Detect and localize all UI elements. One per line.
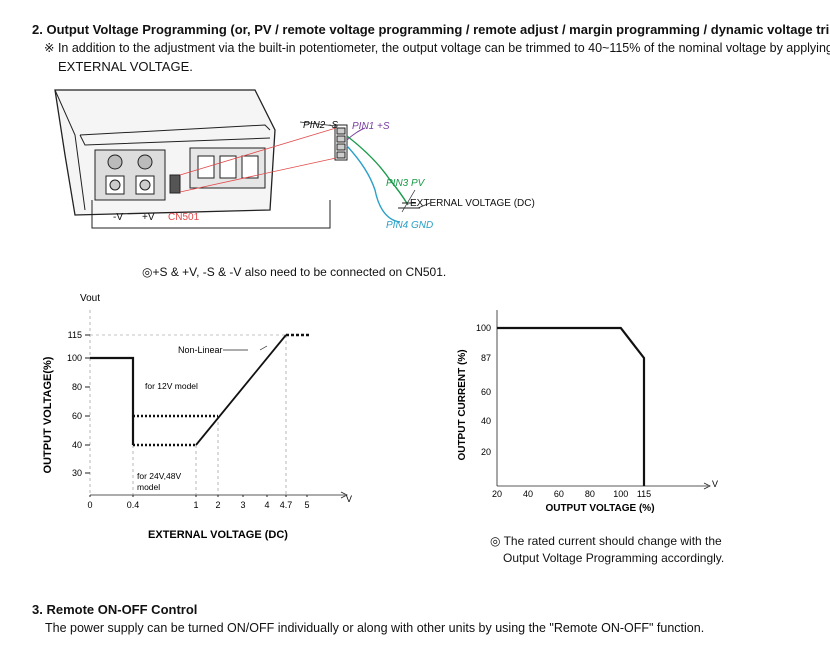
- pin2-label: PIN2 -S: [303, 120, 339, 131]
- chart1-x-tick: 3: [240, 500, 245, 510]
- chart1-y-tick: 80: [72, 382, 82, 392]
- section-heading: 2. Output Voltage Programming (or, PV / …: [32, 22, 830, 37]
- pin1-label: PIN1 +S: [352, 121, 390, 132]
- section3-text: The power supply can be turned ON/OFF in…: [45, 621, 705, 635]
- pin4-label: PIN4 GND: [386, 220, 434, 231]
- chart1-xlabel: EXTERNAL VOLTAGE (DC): [148, 529, 288, 541]
- note-line-2: EXTERNAL VOLTAGE.: [58, 59, 193, 74]
- chart1-x-tick: 5: [304, 500, 309, 510]
- chart1-x-tick: 2: [215, 500, 220, 510]
- chart1-series-rise: [195, 334, 287, 446]
- chart1-ylabel: OUTPUT VOLTAGE(%): [42, 356, 54, 473]
- chart1-x-tick: 4.7: [280, 500, 293, 510]
- connect-note: ◎+S & +V, -S & -V also need to be connec…: [142, 265, 447, 279]
- chart2-y-tick: 100: [476, 323, 491, 333]
- chart2-x-tick: 40: [523, 489, 533, 499]
- chart1-24v-annotation-line2: model: [137, 482, 160, 492]
- cn501-label: CN501: [168, 212, 200, 223]
- plus-v-label: +V: [142, 212, 155, 223]
- section3-heading: 3. Remote ON-OFF Control: [32, 602, 198, 617]
- chart2-x-tick: 100: [613, 489, 628, 499]
- chart2-xlabel: OUTPUT VOLTAGE (%): [545, 503, 654, 514]
- chart2-y-tick: 87: [481, 353, 491, 363]
- chart1-x-tick: 4: [264, 500, 269, 510]
- rated-note-line-2: Output Voltage Programming accordingly.: [503, 551, 725, 565]
- chart2-xunit: V: [712, 479, 718, 489]
- chart2-ylabel: OUTPUT CURRENT (%): [457, 349, 468, 460]
- chart1-y-tick: 60: [72, 411, 82, 421]
- note-line-1: ※ In addition to the adjustment via the …: [44, 41, 830, 55]
- chart2-x-arrow: [703, 482, 711, 490]
- chart1-x-arrow: [340, 491, 348, 499]
- connection-diagram: [54, 89, 431, 229]
- chart2-x-tick: 80: [585, 489, 595, 499]
- chart2-y-tick: 60: [481, 387, 491, 397]
- chart1-12v-annotation: for 12V model: [145, 381, 198, 391]
- chart2-x-tick: 115: [637, 489, 651, 499]
- external-voltage-label: EXTERNAL VOLTAGE (DC): [410, 198, 535, 209]
- chart1-xunit: V: [346, 494, 352, 504]
- chart1-vout-label: Vout: [80, 293, 100, 304]
- chart1-x-tick: 1: [193, 500, 198, 510]
- rated-note-line-1: ◎ The rated current should change with t…: [490, 534, 722, 548]
- chart2-series: [497, 326, 646, 486]
- chart1-nonlinear-annotation: Non-Linear: [178, 345, 223, 355]
- minus-v-label: -V: [113, 212, 123, 223]
- chart1-y-tick: 30: [72, 468, 82, 478]
- pin3-label: PIN3 PV: [386, 178, 425, 189]
- chart2-y-tick: 20: [481, 447, 491, 457]
- chart1-24v-annotation-line1: for 24V,48V: [137, 471, 181, 481]
- output-current-chart: OUTPUT CURRENT (%) OUTPUT VOLTAGE (%) V …: [457, 310, 718, 514]
- chart1-y-tick: 115: [68, 330, 82, 340]
- chart2-y-tick: 40: [481, 416, 491, 426]
- chart1-y-tick: 100: [67, 353, 82, 363]
- chart2-x-tick: 20: [492, 489, 502, 499]
- output-voltage-chart: Vout OUTPUT VOLTAGE(%) EXTERNAL VOLTAGE …: [42, 293, 352, 541]
- chart1-series-upper: [90, 356, 135, 445]
- chart1-x-tick: 0: [87, 500, 92, 510]
- chart2-x-tick: 60: [554, 489, 564, 499]
- chart1-y-tick: 40: [72, 440, 82, 450]
- chart1-x-tick: 0.4: [127, 500, 140, 510]
